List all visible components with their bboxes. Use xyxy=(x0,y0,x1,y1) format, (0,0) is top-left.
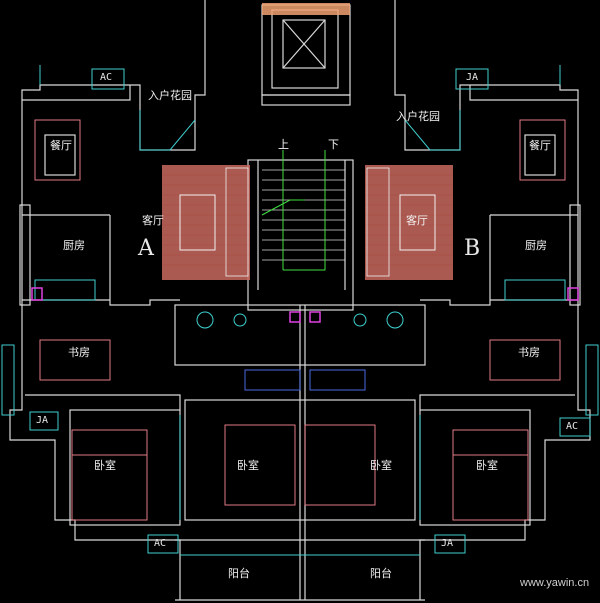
elevator-cap xyxy=(262,3,350,15)
label-entry-garden-right: 入户花园 xyxy=(396,110,440,123)
label-dining-right: 餐厅 xyxy=(529,139,551,152)
tag-ja-top-right: JA xyxy=(466,72,479,83)
tag-ac-top-left: AC xyxy=(100,72,113,83)
tag-ac-bottom-left: AC xyxy=(154,538,167,549)
wardrobes xyxy=(244,369,366,391)
sofa-right xyxy=(365,165,453,280)
label-stair-up: 上 xyxy=(278,138,289,151)
beds xyxy=(34,119,566,521)
label-balcony-right: 阳台 xyxy=(370,567,392,580)
label-bedroom-4: 卧室 xyxy=(476,459,498,472)
tag-ja-bottom-right: JA xyxy=(441,538,454,549)
sofa-left xyxy=(162,165,250,280)
tag-ac-mid-right: AC xyxy=(566,421,579,432)
label-living-right: 客厅 xyxy=(406,214,428,227)
label-study-right: 书房 xyxy=(518,346,540,359)
label-entry-garden-left: 入户花园 xyxy=(148,89,192,102)
label-kitchen-left: 厨房 xyxy=(63,239,85,252)
label-bedroom-1: 卧室 xyxy=(94,459,116,472)
label-bedroom-2: 卧室 xyxy=(237,459,259,472)
watermark: www.yawin.cn xyxy=(520,577,590,589)
stair-treads xyxy=(262,169,345,261)
markers xyxy=(31,287,579,323)
tag-ja-mid-left: JA xyxy=(36,415,49,426)
label-kitchen-right: 厨房 xyxy=(525,239,547,252)
stair-arrows xyxy=(261,150,326,271)
label-bedroom-3: 卧室 xyxy=(370,459,392,472)
label-balcony-left: 阳台 xyxy=(228,567,250,580)
windows xyxy=(1,65,599,556)
label-study-left: 书房 xyxy=(68,346,90,359)
label-unit-a: A xyxy=(138,236,154,261)
label-stair-down: 下 xyxy=(328,138,339,151)
label-living-left: 客厅 xyxy=(142,214,164,227)
label-dining-left: 餐厅 xyxy=(50,139,72,152)
walls xyxy=(9,0,591,601)
label-unit-b: B xyxy=(464,236,481,261)
